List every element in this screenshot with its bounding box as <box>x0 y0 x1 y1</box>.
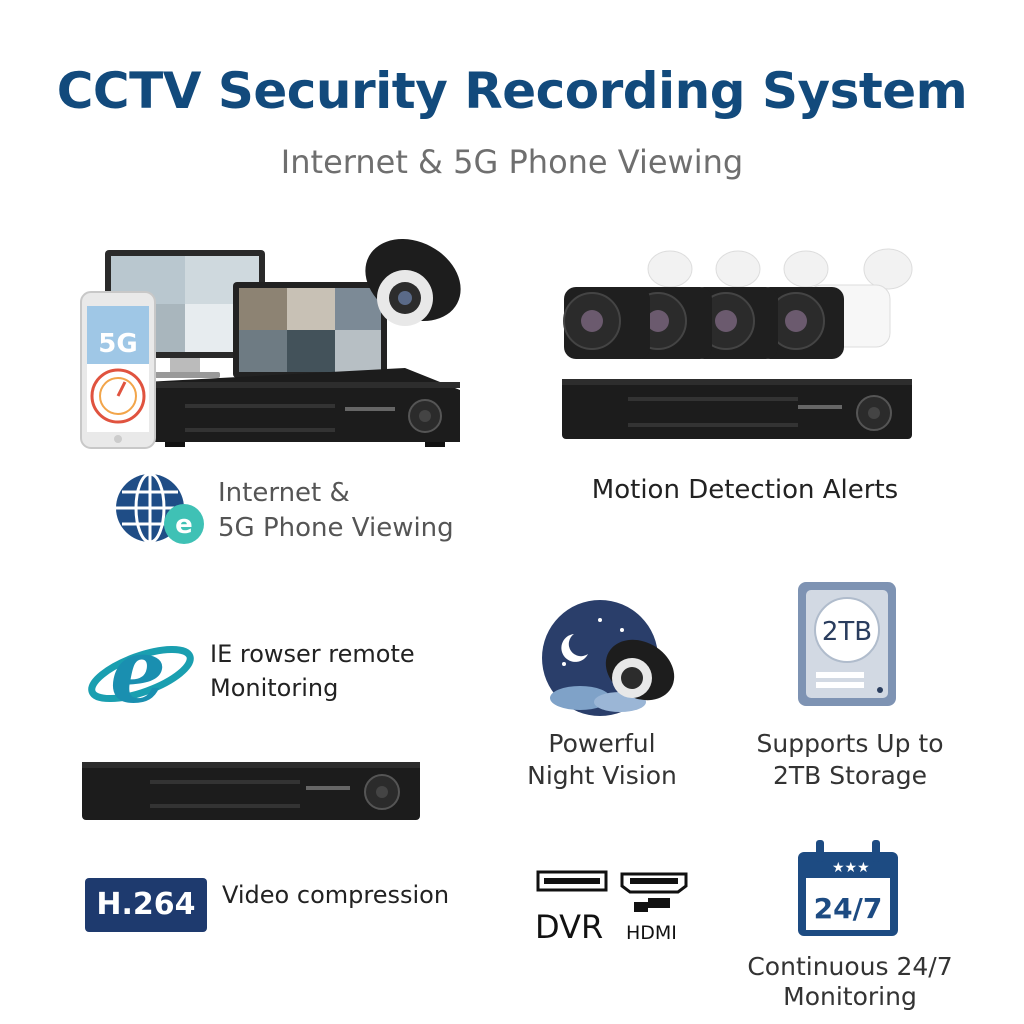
svg-text:★★★: ★★★ <box>832 860 870 876</box>
globe-icon: e <box>116 472 204 544</box>
dome-camera-icon <box>365 239 461 326</box>
calendar-icon: ★★★ 24/7 <box>798 840 898 936</box>
ie-caption: IE rowser remote Monitoring <box>210 637 415 705</box>
night-caption-line2: Night Vision <box>527 761 677 790</box>
motion-caption: Motion Detection Alerts <box>591 475 899 505</box>
monitoring-caption-line2: Monitoring <box>783 982 917 1011</box>
dvr-recorder-icon <box>145 368 460 447</box>
svg-text:e: e <box>110 624 166 718</box>
dvr-recorder-icon <box>562 379 912 439</box>
storage-caption: Supports Up to 2TB Storage <box>740 728 960 792</box>
dvr-recorder-icon <box>82 762 420 820</box>
page-subtitle: Internet & 5G Phone Viewing <box>280 143 744 181</box>
storage-caption-line1: Supports Up to <box>756 729 944 758</box>
storage-caption-line2: 2TB Storage <box>772 761 928 790</box>
h264-caption: Video compression <box>222 881 450 909</box>
remote-caption: Internet & 5G Phone Viewing <box>218 476 454 546</box>
hdmi-label: HDMI <box>626 922 677 944</box>
night-caption-line1: Powerful <box>548 729 656 758</box>
hard-drive-icon: 2TB <box>798 582 896 706</box>
h264-badge: H.264 <box>85 878 207 932</box>
ie-caption-line1: IE rowser remote <box>210 640 415 668</box>
camera-kit-illustration <box>562 248 913 439</box>
ie-caption-line2: Monitoring <box>210 674 339 702</box>
storage-badge: 2TB <box>822 617 872 647</box>
monitoring-caption-line1: Continuous 24/7 <box>747 952 953 981</box>
night-vision-icon <box>542 600 675 716</box>
night-caption: Powerful Night Vision <box>512 728 692 792</box>
remote-caption-line1: Internet & <box>218 478 350 508</box>
remote-viewing-illustration: 5G <box>80 239 461 449</box>
phone-icon: 5G <box>80 291 156 449</box>
bullet-cameras <box>563 248 913 359</box>
monitoring-badge: 24/7 <box>814 892 883 925</box>
svg-text:e: e <box>175 510 193 540</box>
hdmi-port-icon <box>620 872 688 912</box>
page-title: CCTV Security Recording System <box>56 62 968 120</box>
dvr-port-icon <box>536 870 608 892</box>
ie-logo-icon: e <box>88 624 194 718</box>
laptop-icon <box>215 282 405 386</box>
monitoring-caption: Continuous 24/7 Monitoring <box>730 952 970 1012</box>
remote-caption-line2: 5G Phone Viewing <box>218 513 454 543</box>
phone-badge: 5G <box>98 329 137 359</box>
dvr-label: DVR <box>535 908 604 946</box>
